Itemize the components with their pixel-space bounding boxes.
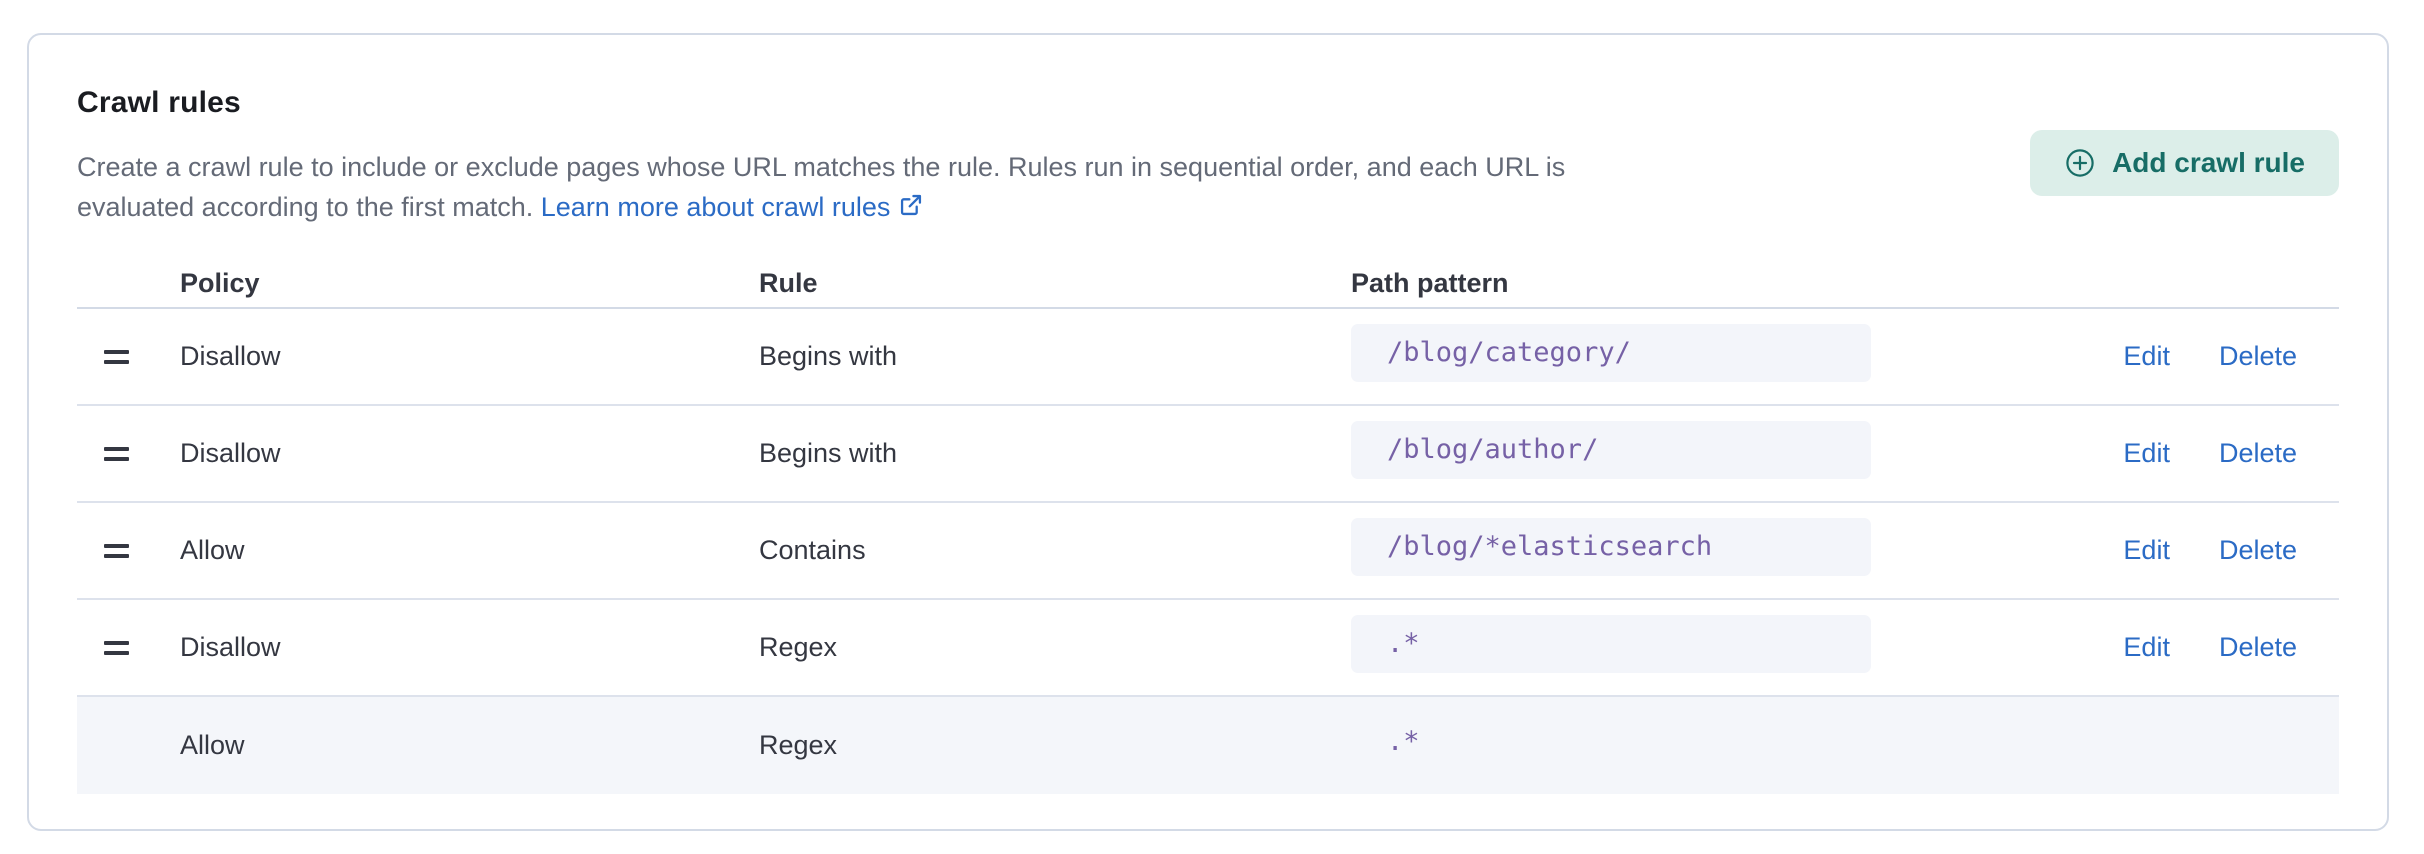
plus-in-circle-icon (2064, 147, 2096, 179)
rule-cell: Regex (759, 632, 838, 662)
edit-link[interactable]: Edit (2123, 341, 2170, 371)
description-line-1: Create a crawl rule to include or exclud… (77, 152, 1566, 182)
rule-cell: Contains (759, 535, 866, 565)
drag-handle-icon[interactable] (102, 441, 131, 467)
table-row-default: Allow Regex .* (77, 697, 2339, 794)
add-crawl-rule-button[interactable]: Add crawl rule (2030, 130, 2339, 196)
policy-cell: Disallow (180, 632, 281, 662)
path-pattern-code: .* (1351, 615, 1871, 673)
table-row: Disallow Regex .* Edit Delete (77, 600, 2339, 697)
table-row: Disallow Begins with /blog/author/ Edit … (77, 406, 2339, 503)
edit-link[interactable]: Edit (2123, 438, 2170, 468)
table-row: Disallow Begins with /blog/category/ Edi… (77, 309, 2339, 406)
edit-link[interactable]: Edit (2123, 632, 2170, 662)
drag-handle-icon[interactable] (102, 538, 131, 564)
rule-cell: Regex (759, 730, 838, 760)
policy-cell: Disallow (180, 438, 281, 468)
table-row: Allow Contains /blog/*elasticsearch Edit… (77, 503, 2339, 600)
column-header-policy: Policy (180, 267, 260, 298)
path-pattern-code: /blog/*elasticsearch (1351, 518, 1871, 576)
add-crawl-rule-button-label: Add crawl rule (2112, 147, 2305, 178)
path-pattern-code: /blog/author/ (1351, 421, 1871, 479)
policy-cell: Allow (180, 535, 245, 565)
learn-more-link[interactable]: Learn more about crawl rules (541, 192, 925, 222)
column-header-rule: Rule (759, 267, 818, 298)
edit-link[interactable]: Edit (2123, 535, 2170, 565)
crawl-rules-panel: Crawl rules Create a crawl rule to inclu… (27, 33, 2389, 831)
delete-link[interactable]: Delete (2218, 438, 2297, 468)
rule-cell: Begins with (759, 438, 898, 468)
table-header-row: Policy Rule Path pattern (77, 259, 2339, 309)
drag-handle-icon[interactable] (102, 635, 131, 661)
page-title: Crawl rules (77, 86, 241, 119)
rule-cell: Begins with (759, 341, 898, 371)
delete-link[interactable]: Delete (2218, 341, 2297, 371)
policy-cell: Allow (180, 730, 245, 760)
description-line-2: evaluated according to the first match. … (77, 187, 2030, 229)
delete-link[interactable]: Delete (2218, 535, 2297, 565)
external-link-icon (898, 189, 924, 229)
panel-description: Create a crawl rule to include or exclud… (77, 147, 2030, 229)
column-header-path-pattern: Path pattern (1351, 267, 1509, 298)
drag-handle-icon[interactable] (102, 344, 131, 370)
description-line-2-text: evaluated according to the first match. (77, 192, 534, 222)
delete-link[interactable]: Delete (2218, 632, 2297, 662)
panel-header: Crawl rules Create a crawl rule to inclu… (77, 83, 2339, 229)
policy-cell: Disallow (180, 341, 281, 371)
path-pattern-code: /blog/category/ (1351, 324, 1871, 382)
path-pattern-code: .* (1387, 726, 1420, 757)
crawl-rules-table: Policy Rule Path pattern Disallow Begins… (77, 259, 2339, 794)
